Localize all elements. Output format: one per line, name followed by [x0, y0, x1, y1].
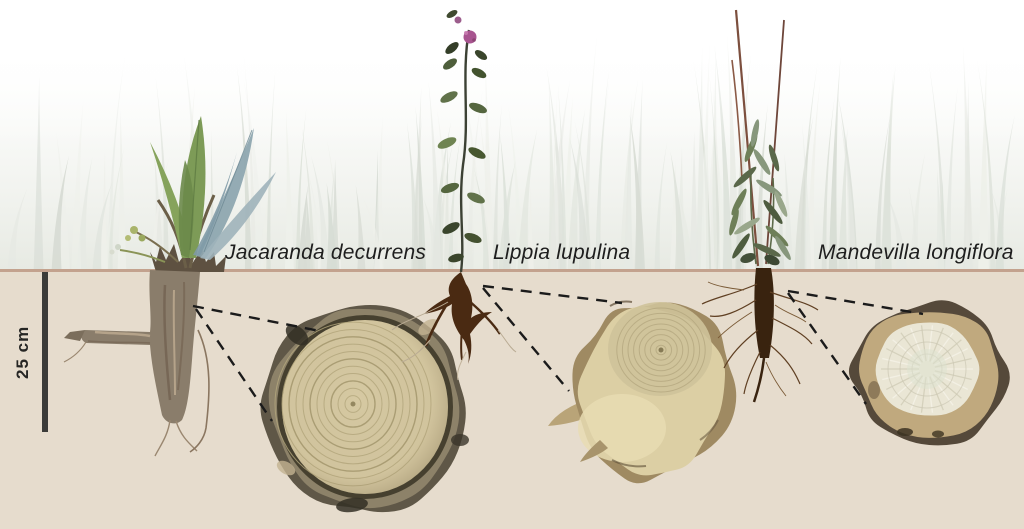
scale-bar-label: 25 cm [13, 325, 32, 379]
species-label-mandevilla: Mandevilla longiflora [818, 241, 1014, 264]
cross-section-jacaranda [260, 304, 469, 513]
connector-line [192, 304, 321, 333]
species-label-jacaranda: Jacaranda decurrens [225, 241, 427, 264]
connector-lines [192, 284, 924, 422]
connector-line [195, 308, 273, 422]
soil-surface-line [0, 269, 1024, 272]
cross-section-mandevilla [848, 300, 1010, 446]
plant-jacaranda [109, 116, 276, 269]
plant-mandevilla [729, 9, 791, 267]
root-jacaranda-xylopodium [63, 244, 226, 457]
sky-fade [0, 0, 1024, 150]
connector-line [482, 287, 570, 392]
root-lippia-xylopodium [391, 272, 517, 381]
plant-lippia [437, 10, 488, 273]
scale-bar [42, 272, 48, 432]
connector-line [787, 289, 924, 316]
connector-line [482, 284, 623, 305]
species-label-lippia: Lippia lupulina [493, 241, 631, 264]
cross-section-lippia [548, 300, 737, 484]
root-mandevilla-taproot [701, 268, 819, 403]
connector-line [787, 292, 867, 405]
